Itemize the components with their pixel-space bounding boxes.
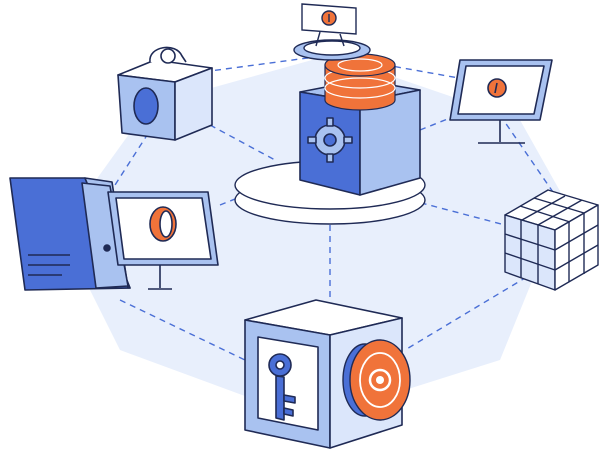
background-shape <box>60 55 565 420</box>
small-monitor-icon <box>293 3 371 61</box>
desktop-monitor-icon <box>449 59 553 144</box>
grid-cube-icon <box>504 189 599 291</box>
lock-box-icon <box>117 46 213 141</box>
desktop-tower-icon <box>9 177 131 291</box>
coin-stack-icon <box>324 53 396 111</box>
gear-coin-icon <box>342 339 411 421</box>
desktop-monitor-left-icon <box>107 191 219 290</box>
